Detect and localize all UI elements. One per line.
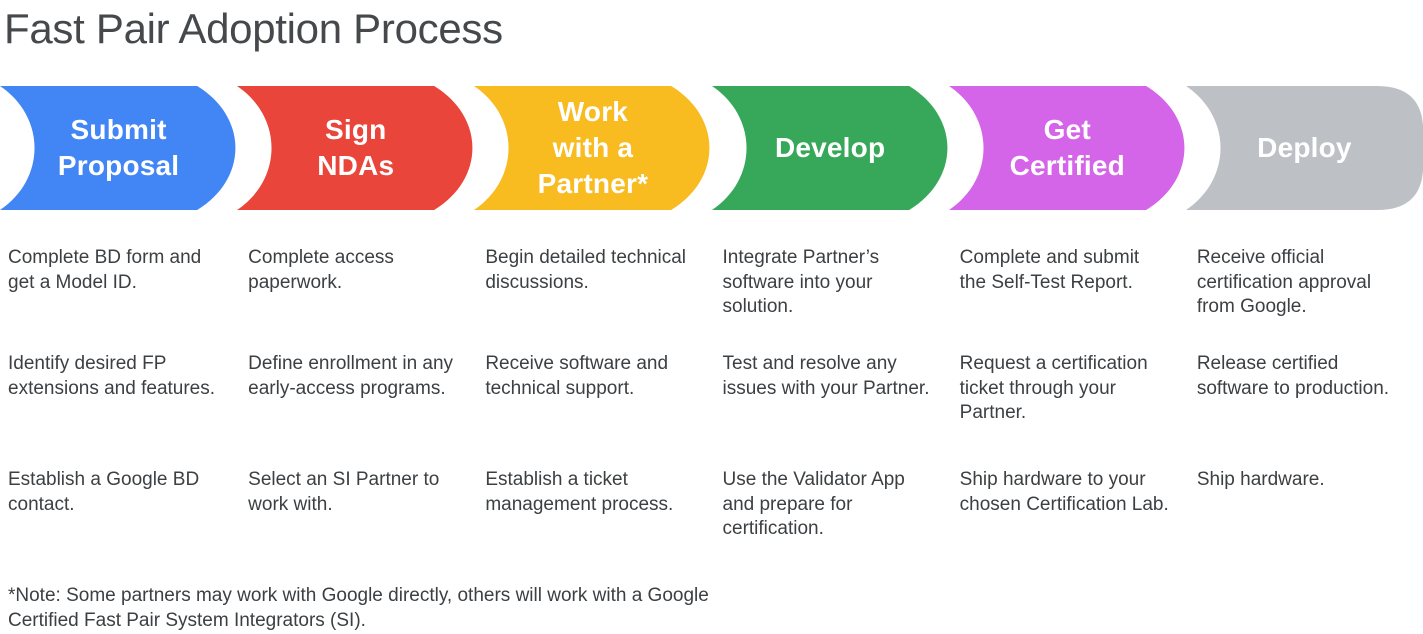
- stage-shape-path: [948, 86, 1185, 210]
- detail-work-with-partner-3: Establish a ticket management process.: [485, 469, 674, 515]
- stage-shape: [474, 86, 710, 210]
- stage-shape: [711, 86, 947, 210]
- detail-get-certified-2: Request a certification ticket through y…: [959, 353, 1148, 423]
- stage-shape-path: [711, 86, 947, 210]
- stage-shape: [948, 86, 1185, 210]
- detail-submit-proposal-2: Identify desired FP extensions and featu…: [8, 353, 216, 399]
- detail-deploy-1: Receive official certification approval …: [1196, 247, 1372, 317]
- process-banner: Submit Proposal Sign NDAs Work with a Pa…: [0, 86, 1423, 210]
- stage-shape: [0, 86, 236, 210]
- stage-shape-path: [0, 86, 236, 210]
- detail-get-certified-1: Complete and submit the Self-Test Report…: [959, 247, 1140, 293]
- stage-label-submit-proposal: Submit Proposal: [57, 114, 180, 181]
- detail-deploy-3: Ship hardware.: [1196, 469, 1325, 490]
- detail-submit-proposal-1: Complete BD form and get a Model ID.: [8, 247, 202, 293]
- stage-work-with-partner: Work with a Partner*: [474, 86, 711, 210]
- stage-sign-ndas: Sign NDAs: [237, 86, 474, 210]
- stage-get-certified: Get Certified: [948, 86, 1186, 210]
- stage-develop: Develop: [711, 86, 949, 210]
- stage-label-get-certified: Get Certified: [1009, 114, 1125, 181]
- stage-shape: [237, 86, 473, 210]
- detail-sign-ndas-3: Select an SI Partner to work with.: [248, 469, 440, 515]
- detail-submit-proposal-3: Establish a Google BD contact.: [8, 469, 200, 515]
- stage-submit-proposal: Submit Proposal: [0, 86, 237, 210]
- stage-label-work-with-partner: Work with a Partner*: [537, 96, 649, 199]
- detail-develop-1: Integrate Partner’s software into your s…: [722, 247, 880, 317]
- stage-shape-path: [237, 86, 473, 210]
- detail-work-with-partner-1: Begin detailed technical discussions.: [485, 247, 687, 293]
- detail-work-with-partner-2: Receive software and technical support.: [485, 353, 669, 399]
- detail-develop-3: Use the Validator App and prepare for ce…: [722, 469, 905, 539]
- page-title: Fast Pair Adoption Process: [4, 5, 503, 52]
- detail-deploy-2: Release certified software to production…: [1196, 353, 1390, 399]
- footnote: *Note: Some partners may work with Googl…: [8, 585, 709, 631]
- stage-label-sign-ndas: Sign NDAs: [317, 114, 395, 181]
- stage-shape: [1185, 86, 1423, 210]
- stage-details-grid: Complete BD form and get a Model ID. Com…: [0, 210, 1423, 574]
- stage-shape-path: [1185, 86, 1423, 210]
- stage-label-develop: Develop: [774, 132, 886, 163]
- detail-sign-ndas-1: Complete access paperwork.: [248, 247, 394, 293]
- stage-label-deploy: Deploy: [1257, 132, 1352, 163]
- detail-sign-ndas-2: Define enrollment in any early-access pr…: [248, 353, 454, 399]
- detail-develop-2: Test and resolve any issues with your Pa…: [722, 353, 930, 399]
- stage-shape-path: [474, 86, 710, 210]
- detail-get-certified-3: Ship hardware to your chosen Certificati…: [959, 469, 1169, 515]
- stage-deploy: Deploy: [1185, 86, 1423, 210]
